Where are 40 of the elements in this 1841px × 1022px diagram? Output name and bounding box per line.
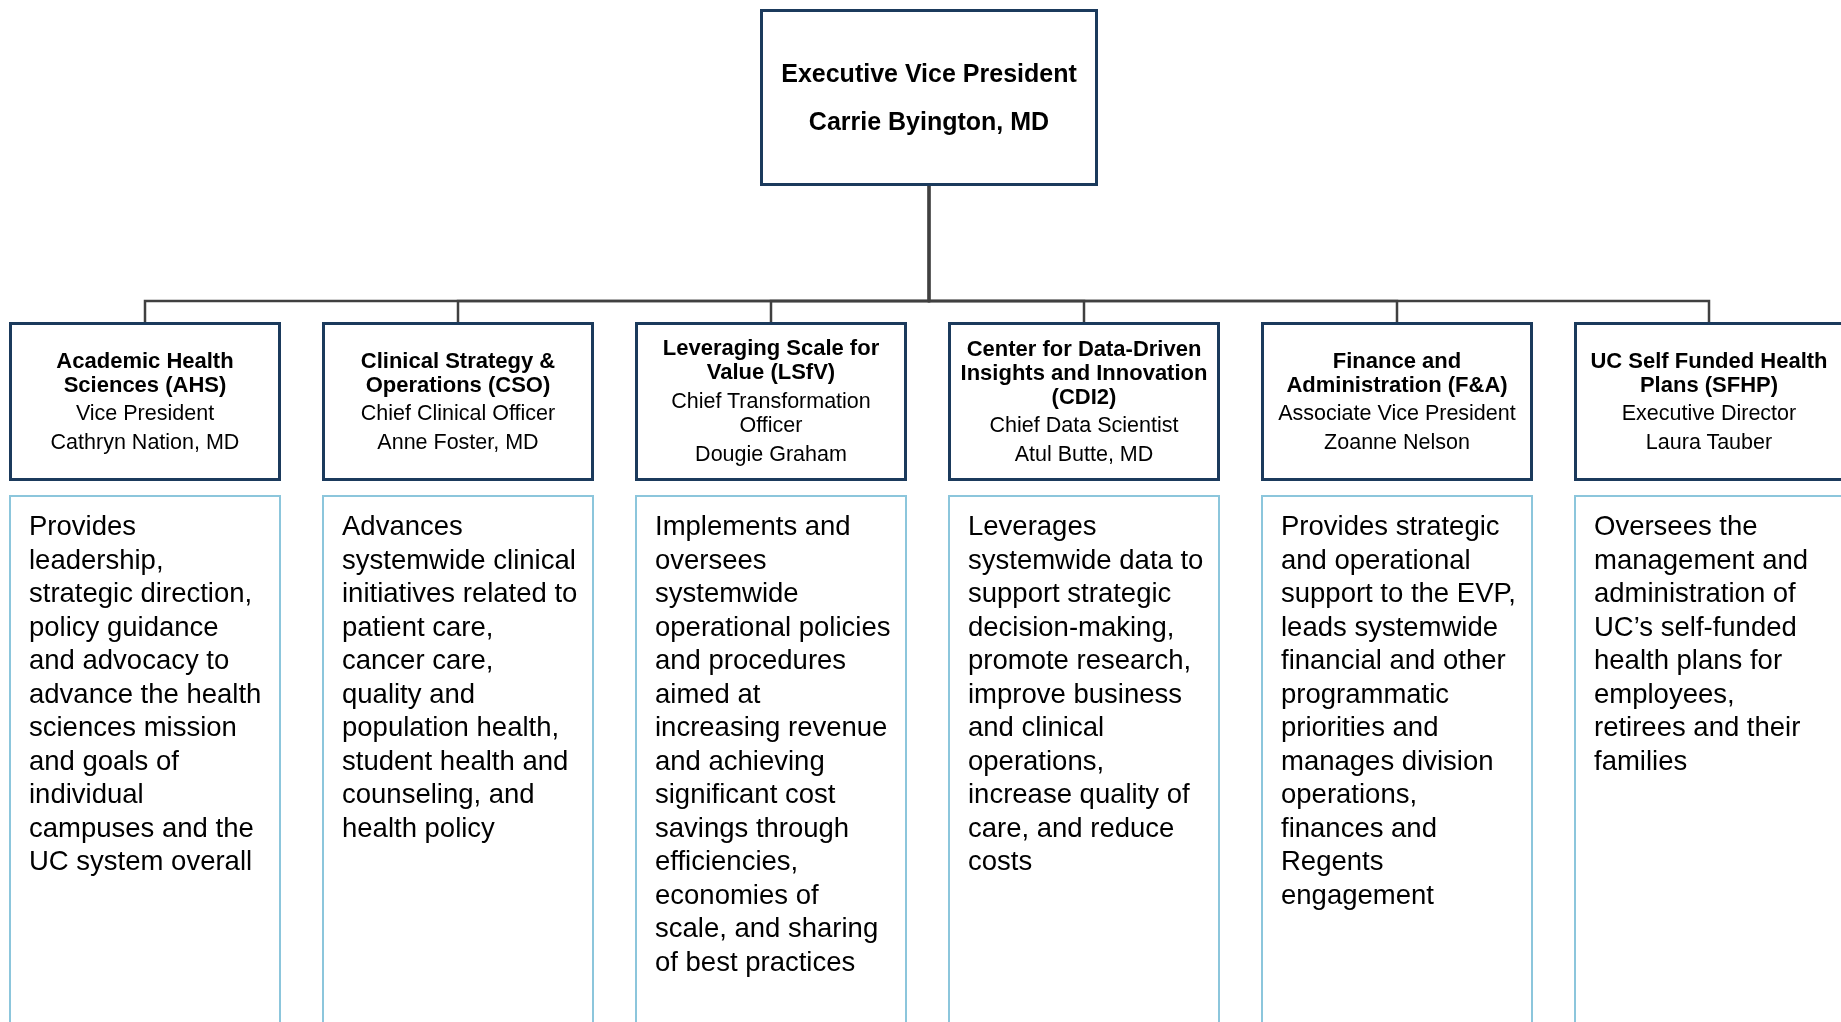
person-name: Cathryn Nation, MD (50, 429, 240, 455)
description-box (948, 495, 1220, 1022)
description-text: Oversees the management and administration of UC’s self-funded health plans for employees, retirees and their families (1594, 509, 1810, 777)
department-name: Leveraging Scale for Value (LSfV) (661, 336, 881, 385)
role-title: Chief Transformation Officer (670, 388, 872, 439)
description-box (1261, 495, 1533, 1022)
connector-line (927, 186, 1711, 322)
role-title: Chief Data Scientist (989, 413, 1179, 438)
role-title: Associate Vice President (1278, 400, 1516, 426)
description-text: Leverages systemwide data to support strategic decision-making, promote research, improve business and clinical operations, increase quality of care, and reduce costs (968, 509, 1204, 878)
department-box (1261, 322, 1533, 481)
department-name: Center for Data-Driven Insights and Innovation (CDI2) (959, 336, 1209, 410)
description-box (322, 495, 594, 1022)
department-name: Academic Health Sciences (AHS) (55, 348, 235, 397)
description-text: Implements and oversees systemwide operational policies and procedures aimed at increasing revenue and achieving significant cost savings through efficiencies, economies of scale, and sharing of best practices (655, 509, 891, 978)
role-title: Vice President (75, 400, 215, 426)
role-title: Chief Clinical Officer (360, 400, 556, 426)
description-box (1574, 495, 1841, 1022)
department-name: UC Self Funded Health Plans (SFHP) (1589, 348, 1829, 397)
executive-title: Executive Vice President (781, 58, 1077, 89)
person-name: Dougie Graham (695, 442, 847, 467)
person-name: Zoanne Nelson (1324, 429, 1470, 455)
department-box (635, 322, 907, 481)
department-name: Clinical Strategy & Operations (CSO) (359, 348, 557, 397)
description-text: Provides strategic and operational support to the EVP, leads systemwide financial and other programmatic priorities and manages division operations, finances and Regents engagement (1281, 509, 1517, 911)
department-box (1574, 322, 1841, 481)
department-box (9, 322, 281, 481)
person-name: Laura Tauber (1645, 429, 1773, 455)
executive-title: Carrie Byington, MD (808, 105, 1050, 137)
description-text: Provides leadership, strategic direction, policy guidance and advocacy to advance the health sciences mission and goals of individual campuses and the UC system overall (29, 509, 263, 878)
description-box (9, 495, 281, 1022)
department-box (948, 322, 1220, 481)
description-box (635, 495, 907, 1022)
role-title: Executive Director (1621, 400, 1797, 426)
executive-box (760, 9, 1098, 186)
person-name: Atul Butte, MD (1014, 441, 1154, 467)
description-text: Advances systemwide clinical initiatives related to patient care, cancer care, quality and population health, student health and counseling, and health policy (342, 509, 578, 844)
department-name: Finance and Administration (F&A) (1285, 348, 1509, 397)
person-name: Anne Foster, MD (377, 429, 539, 455)
department-box (322, 322, 594, 481)
